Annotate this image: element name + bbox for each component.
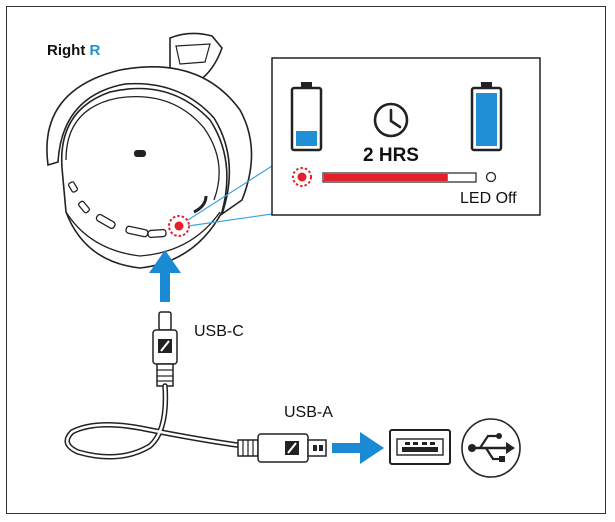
usb-symbol-icon bbox=[461, 418, 521, 478]
usb-a-label: USB-A bbox=[284, 404, 333, 421]
panel-led-ring bbox=[292, 167, 312, 187]
panel-led bbox=[297, 172, 307, 182]
usb-a-port bbox=[389, 429, 451, 465]
arrow-up bbox=[149, 250, 181, 302]
charge-duration-label: 2 HRS bbox=[363, 145, 419, 166]
usb-cable bbox=[64, 383, 247, 460]
led-off-label: LED Off bbox=[460, 190, 517, 207]
side-letter: R bbox=[89, 42, 101, 59]
brand-logo-icon bbox=[158, 339, 172, 353]
headphone-right bbox=[46, 32, 253, 269]
ear-cup-rim bbox=[46, 66, 253, 217]
arrow-right bbox=[332, 432, 384, 464]
headphone-led bbox=[174, 221, 184, 231]
led-off-indicator bbox=[485, 171, 497, 183]
usb-a-connector bbox=[237, 433, 327, 463]
usb-c-label: USB-C bbox=[194, 323, 244, 340]
battery-full-icon bbox=[470, 82, 503, 152]
charge-progress-fill bbox=[324, 174, 448, 181]
clock-icon bbox=[373, 102, 409, 138]
battery-low-icon bbox=[290, 82, 323, 152]
center-logo bbox=[134, 150, 146, 157]
callout-line-bottom bbox=[187, 213, 273, 227]
callout-line-top bbox=[187, 165, 273, 221]
diagram-frame bbox=[6, 6, 606, 514]
side-word: Right bbox=[47, 42, 86, 59]
side-label: Right R bbox=[47, 42, 100, 59]
charge-panel bbox=[271, 57, 541, 216]
usb-c-connector bbox=[152, 311, 178, 387]
side-controls bbox=[67, 181, 167, 239]
ear-cup bbox=[60, 87, 228, 269]
